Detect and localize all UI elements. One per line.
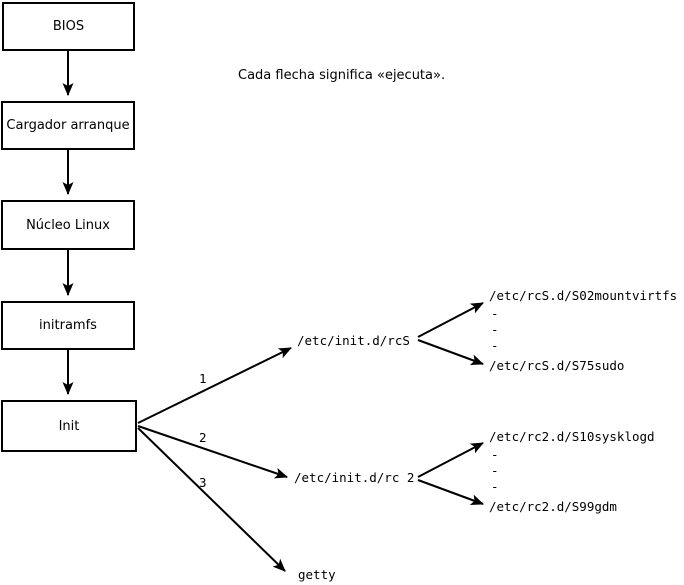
arrow-init-to-getty: [137, 427, 286, 572]
box-bios: BIOS: [2, 2, 135, 51]
arrow-label-2: 2: [199, 430, 207, 445]
ellipsis-dash: -: [491, 447, 499, 462]
ellipsis-dash: -: [491, 338, 499, 353]
script-s75sudo: /etc/rcS.d/S75sudo: [489, 358, 625, 373]
arrow-init-to-rc2: [137, 425, 288, 479]
box-nucleo-linux: Núcleo Linux: [1, 200, 135, 250]
ellipsis-rcs: - - -: [491, 306, 499, 354]
target-getty: getty: [298, 567, 336, 582]
arrow-rcs-to-s75sudo: [417, 339, 484, 366]
box-cargador-arranque-label: Cargador arranque: [6, 118, 130, 133]
ellipsis-dash: -: [491, 479, 499, 494]
box-bios-label: BIOS: [52, 19, 85, 34]
ellipsis-dash: -: [491, 322, 499, 337]
box-init: Init: [1, 400, 137, 452]
script-s02mountvirtfs: /etc/rcS.d/S02mountvirtfs: [489, 288, 678, 303]
box-nucleo-linux-label: Núcleo Linux: [26, 217, 110, 233]
box-init-label: Init: [58, 418, 80, 434]
arrow-rc2-to-s99gdm: [417, 479, 484, 506]
target-init-d-rc2: /etc/init.d/rc 2: [294, 470, 415, 485]
arrow-rc2-to-s10sysklogd: [417, 442, 484, 478]
legend-note: Cada flecha significa «ejecuta».: [238, 68, 446, 83]
arrow-label-1: 1: [199, 371, 207, 386]
ellipsis-rc2: - - -: [491, 447, 499, 495]
arrow-label-3: 3: [199, 475, 207, 490]
ellipsis-dash: -: [491, 463, 499, 478]
script-s99gdm: /etc/rc2.d/S99gdm: [489, 499, 617, 514]
target-init-d-rcs: /etc/init.d/rcS: [297, 333, 410, 348]
arrow-init-to-rcs: [137, 347, 292, 424]
box-cargador-arranque: Cargador arranque: [1, 101, 135, 150]
ellipsis-dash: -: [491, 306, 499, 321]
arrow-rcs-to-s02mountvirtfs: [417, 302, 484, 338]
box-initramfs-label: initramfs: [39, 318, 97, 333]
box-initramfs: initramfs: [1, 301, 135, 350]
script-s10sysklogd: /etc/rc2.d/S10sysklogd: [489, 429, 655, 444]
